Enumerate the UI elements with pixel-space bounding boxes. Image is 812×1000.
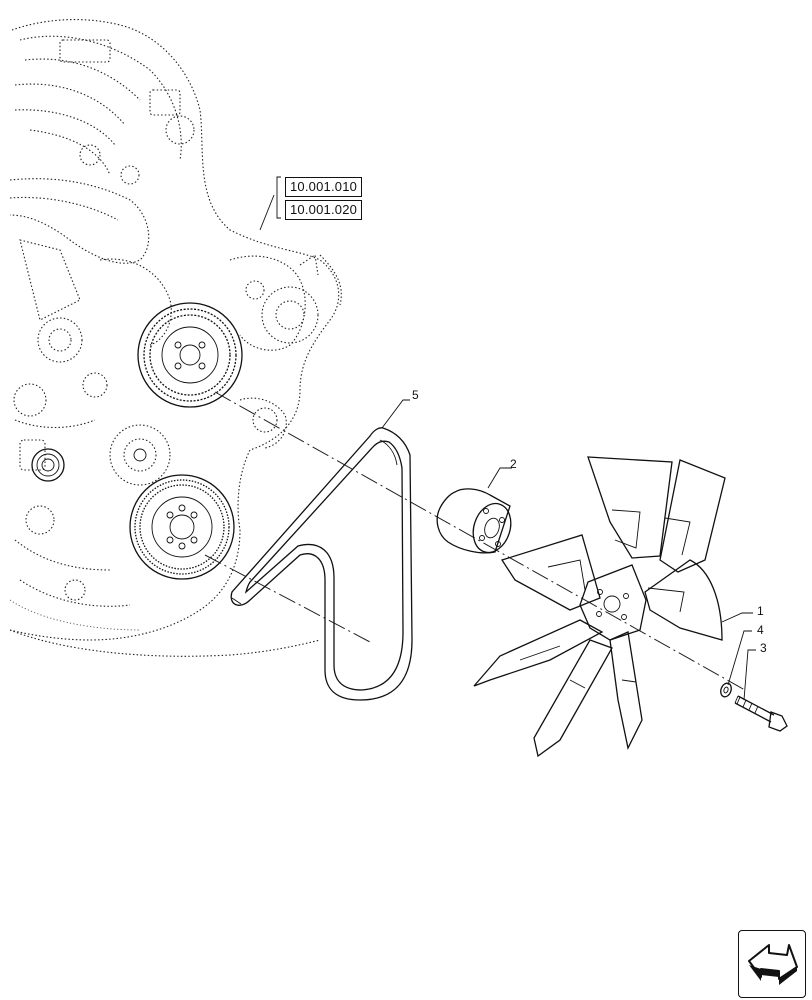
reference-link-10-001-010[interactable]: 10.001.010 <box>285 177 363 197</box>
cooling-fan <box>473 456 726 758</box>
fan-spacer <box>436 488 512 554</box>
engine-phantom <box>9 19 342 657</box>
callout-4: 4 <box>757 623 764 637</box>
crankshaft-pulley <box>129 474 235 580</box>
bolt <box>734 695 788 732</box>
next-page-arrow-icon[interactable] <box>738 930 806 998</box>
reference-link-10-001-020[interactable]: 10.001.020 <box>285 200 363 220</box>
callout-5: 5 <box>412 388 419 402</box>
drive-belt <box>230 427 413 701</box>
leader-lines <box>259 194 756 701</box>
crank-axis-line <box>204 554 371 643</box>
callout-1: 1 <box>757 604 764 618</box>
callout-3: 3 <box>760 641 767 655</box>
reference-bracket <box>276 176 281 219</box>
fan-axis-line <box>214 391 746 691</box>
upper-pulley <box>137 302 243 408</box>
callout-2: 2 <box>510 457 517 471</box>
washer <box>720 682 732 698</box>
